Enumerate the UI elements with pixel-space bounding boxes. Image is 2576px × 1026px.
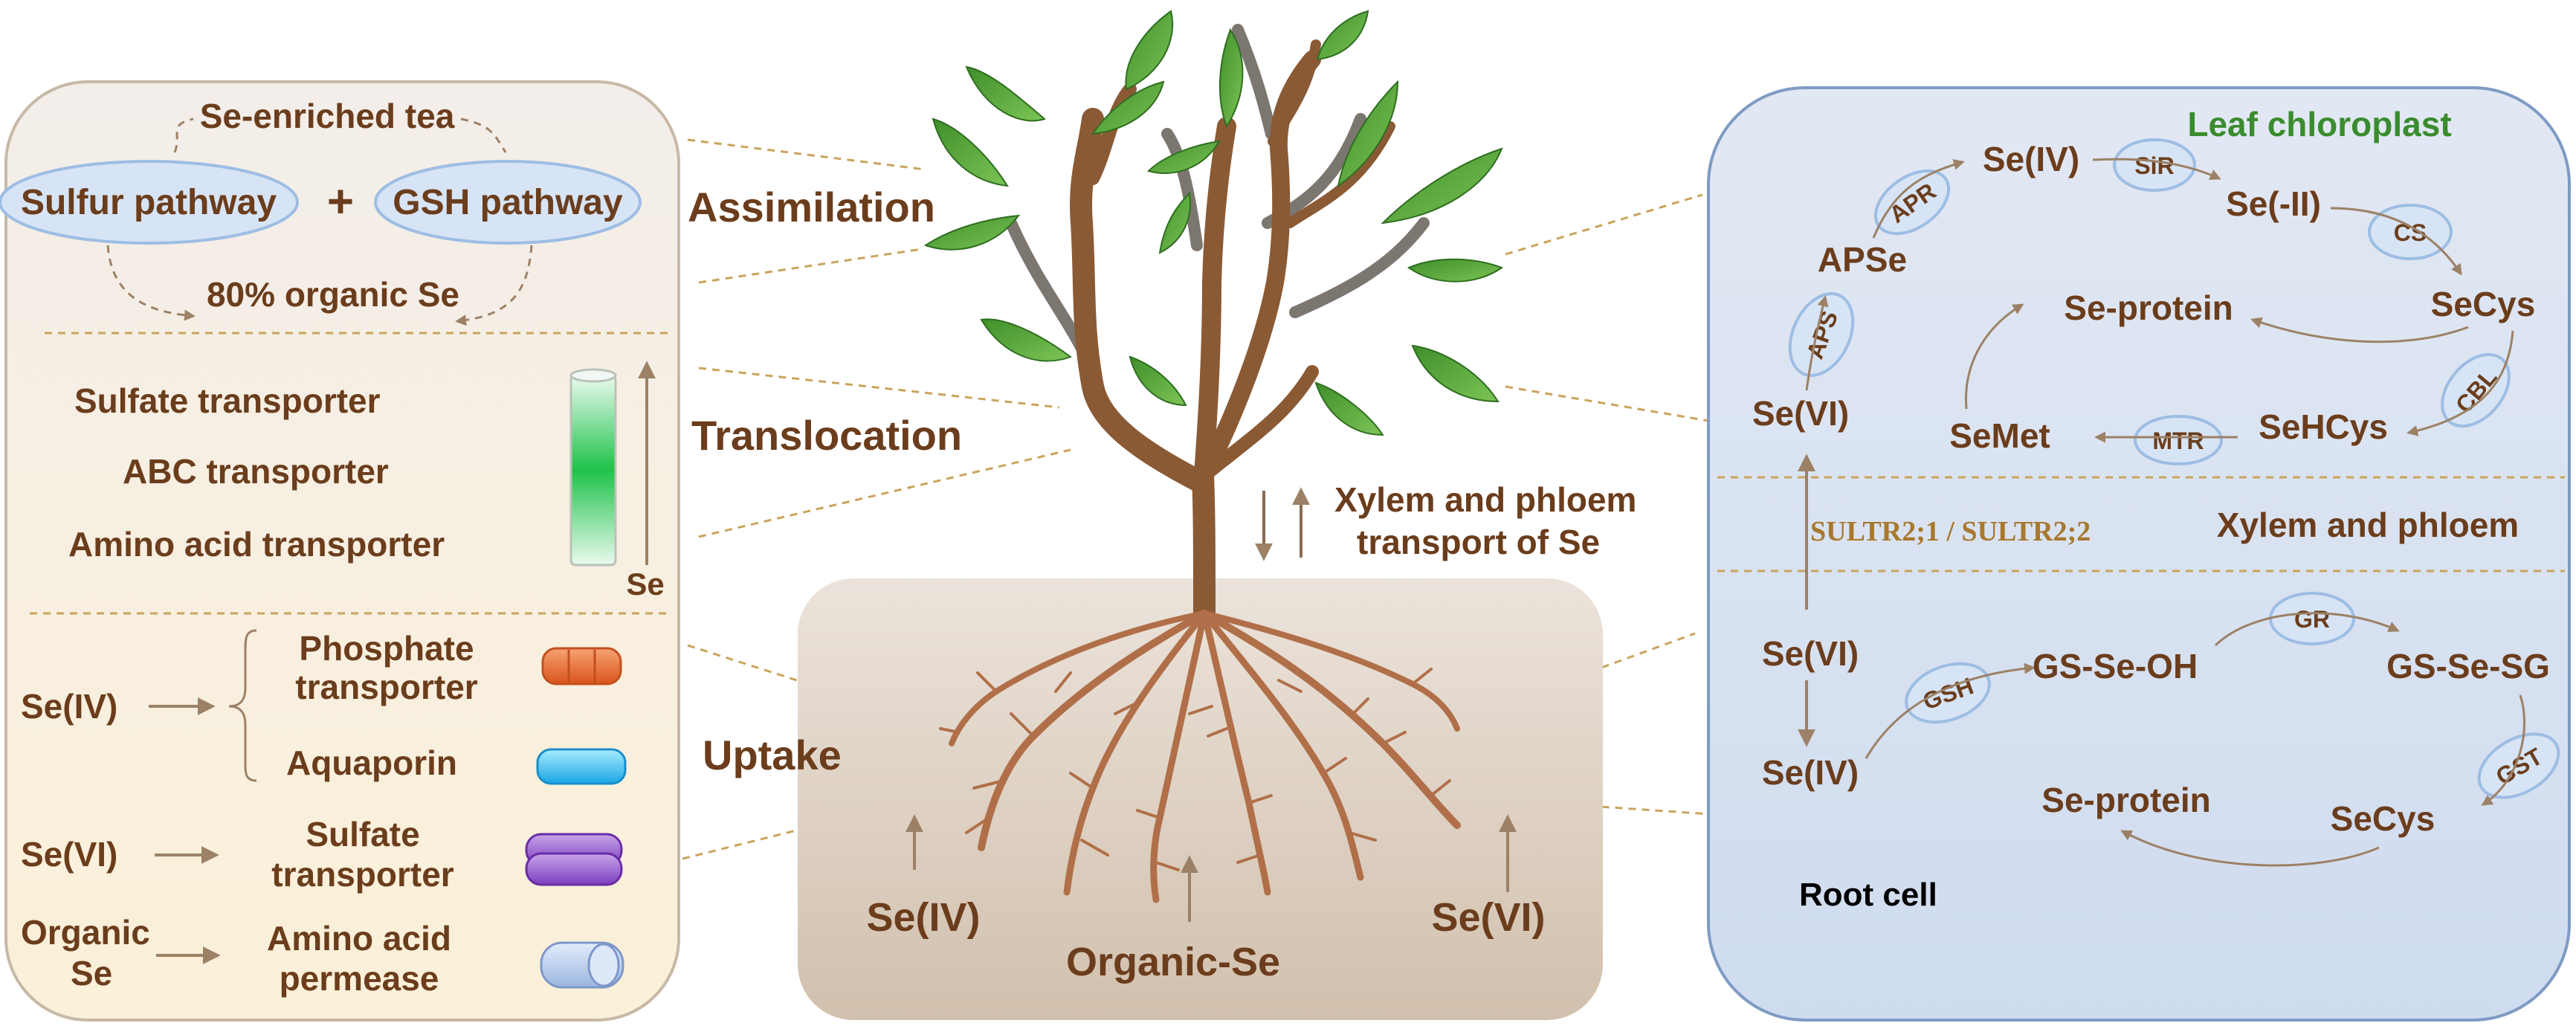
- leaf-arrow-se2-secys: [2330, 207, 2462, 276]
- leaf-arrow-se6-aps: [1805, 295, 1829, 391]
- soil-se4-label: Se(IV): [866, 895, 980, 940]
- semet: SeMet: [1949, 416, 2050, 455]
- leaf-secys: SeCys: [2431, 285, 2536, 323]
- organic-se-label-1: Organic: [21, 913, 150, 952]
- mtr-enzyme-ellipse: [2134, 415, 2223, 465]
- sulfur-pathway-label: Sulfur pathway: [21, 183, 277, 222]
- aquaporin-icon: [536, 748, 627, 785]
- soil-organic-label: Organic-Se: [1066, 940, 1280, 984]
- tea-plant: [923, 10, 1504, 903]
- blue-permease-icon: [540, 941, 624, 989]
- gs-se-oh: GS-Se-OH: [2033, 647, 2198, 685]
- gsh-enzyme-ellipse: [1905, 662, 1991, 724]
- tree-roots: [949, 610, 1461, 903]
- organic-se-label-2: Se: [71, 954, 112, 993]
- uptake-label: Uptake: [703, 732, 842, 778]
- root-se6: Se(VI): [1762, 634, 1859, 673]
- purple-transporter-icon: [525, 833, 623, 886]
- se-minus2: Se(-II): [2226, 184, 2321, 223]
- transport-label-1: Xylem and phloem: [1334, 480, 1636, 519]
- cycle-arc-top-left: [173, 117, 194, 153]
- gr-enzyme: GR: [2294, 606, 2330, 633]
- root-arrow-gssesg-secys: [2481, 694, 2525, 806]
- gsh-pathway-label: GSH pathway: [393, 183, 623, 222]
- right-panel-background: [1707, 86, 2571, 1022]
- assimilation-section: Se-enriched tea Sulfur pathway + GSH pat…: [0, 97, 642, 326]
- amino-acid-permease-label-1: Amino acid: [267, 919, 451, 958]
- xylem-phloem-label: Xylem and phloem: [2217, 506, 2519, 544]
- leaf-se4: Se(IV): [1983, 140, 2079, 178]
- sulfate-transporter-label: Sulfate transporter: [74, 381, 381, 420]
- cycle-arc-top-right: [460, 117, 507, 153]
- amino-acid-permease-label-2: permease: [280, 959, 439, 998]
- gst-enzyme-ellipse: [2477, 732, 2560, 799]
- se-enriched-tea-label: Se-enriched tea: [200, 97, 455, 135]
- aps-enzyme-ellipse: [1788, 292, 1855, 377]
- tree-root-hairs: [939, 668, 1451, 871]
- center-labels: Assimilation Translocation Uptake Xylem …: [688, 184, 1636, 984]
- uptake-section: Se(IV) Phosphate transporter Aquaporin S…: [21, 629, 627, 998]
- sir-enzyme: SiR: [2134, 152, 2174, 179]
- leaf-se6: Se(VI): [1752, 394, 1849, 433]
- soil-se6-label: Se(VI): [1431, 895, 1545, 940]
- root-arrow-se4-gsseoh: [1865, 662, 2036, 759]
- aquaporin-label: Aquaporin: [286, 743, 457, 782]
- phosphate-transporter-label-2: transporter: [295, 668, 477, 706]
- leaf-chloroplast-title: Leaf chloroplast: [2187, 105, 2451, 143]
- orange-transporter-icon: [541, 647, 622, 685]
- leaf-arrow-secys-protein: [2250, 317, 2469, 343]
- root-se4: Se(IV): [1762, 753, 1859, 792]
- gs-se-sg: GS-Se-SG: [2386, 647, 2550, 685]
- root-arrow-gsseoh-gssesg: [2214, 612, 2400, 647]
- root-arrow-secys-protein: [2120, 830, 2380, 867]
- assimilation-label: Assimilation: [688, 184, 935, 230]
- organic-se-percent-label: 80% organic Se: [207, 275, 459, 314]
- right-panel: Leaf chloroplast Se(VI) APS APSe APR Se(…: [1707, 86, 2571, 1022]
- sir-enzyme-ellipse: [2113, 138, 2196, 192]
- leaf-arrow-semet-protein: [1964, 303, 2024, 410]
- left-panel-background: [4, 80, 680, 1022]
- leaf-pathway: Se(VI) APS APSe APR Se(IV) SiR Se(-II) C…: [1752, 138, 2536, 465]
- amino-acid-transporter-label: Amino acid transporter: [68, 525, 445, 564]
- left-panel: Se-enriched tea Sulfur pathway + GSH pat…: [0, 80, 680, 1022]
- abc-transporter-label: ABC transporter: [123, 452, 389, 491]
- root-cell-title: Root cell: [1799, 877, 1937, 913]
- mtr-enzyme: MTR: [2152, 428, 2204, 454]
- translocation-label: Translocation: [691, 412, 962, 459]
- uptake-se4-label: Se(IV): [21, 687, 117, 726]
- phosphate-transporter-label-1: Phosphate: [299, 629, 474, 668]
- tree-leaves: [923, 10, 1504, 436]
- root-secys: SeCys: [2331, 799, 2435, 838]
- cycle-arc-bottom-right: [455, 245, 533, 326]
- sulfate-transporter-uptake-label-2: transporter: [271, 855, 453, 894]
- leaf-arrow-apse-se4: [1872, 159, 1965, 239]
- translocation-section: Sulfate transporter ABC transporter Amin…: [68, 361, 665, 601]
- sulfur-pathway-ellipse: [0, 160, 299, 245]
- root-pathway: Se(VI) Se(IV) GSH GS-Se-OH GR GS-Se-SG G…: [1762, 592, 2560, 867]
- plus-sign: +: [327, 176, 354, 228]
- sultr-transporter-label: SULTR2;1 / SULTR2;2: [1810, 516, 2091, 547]
- sehcys: SeHCys: [2259, 407, 2388, 446]
- apse: APSe: [1818, 240, 1907, 279]
- transport-label-2: transport of Se: [1357, 523, 1600, 561]
- sulfate-transporter-uptake-label-1: Sulfate: [306, 815, 419, 854]
- cycle-arc-bottom-left: [106, 245, 196, 321]
- cbl-enzyme-ellipse: [2441, 352, 2511, 428]
- leaf-arrow-se4-se2: [2092, 158, 2221, 180]
- root-se-protein: Se-protein: [2041, 781, 2210, 819]
- uptake-se4-bracket: [228, 629, 257, 782]
- gsh-pathway-ellipse: [374, 160, 642, 245]
- green-tube-icon: [569, 368, 617, 567]
- translocation-se-label: Se: [626, 567, 664, 601]
- leaf-se-protein: Se-protein: [2064, 288, 2233, 327]
- uptake-se6-label: Se(VI): [21, 835, 117, 874]
- leaf-arrow-secys-sehcys: [2406, 330, 2514, 436]
